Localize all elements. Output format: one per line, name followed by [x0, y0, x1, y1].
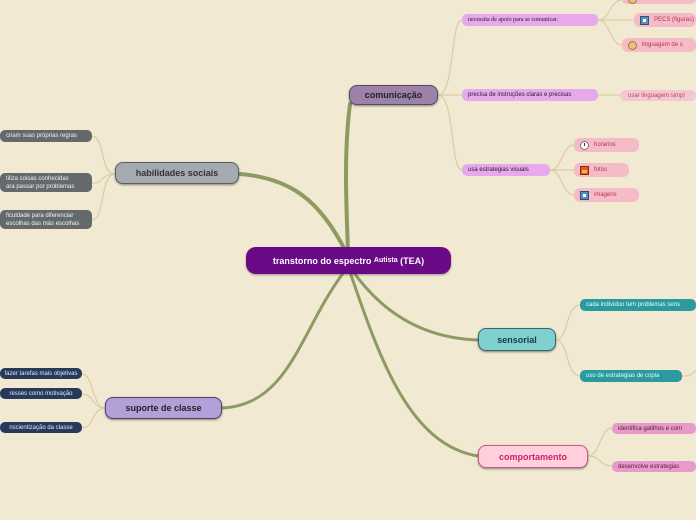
subtopic-desenvolve-estrategias-label: desenvolve estrategias	[618, 463, 680, 470]
subtopic-tarefas-objetivas-label: fazer tarefas mais objetivas	[4, 370, 78, 377]
subtopic-apoio-comunicar[interactable]: necessita de apoio para se comunicar.	[462, 14, 598, 26]
subtopic-tarefas-objetivas[interactable]: fazer tarefas mais objetivas	[0, 368, 82, 379]
subtopic-gatilhos[interactable]: identifica gatilhos e com	[612, 423, 696, 434]
topic-sensorial-label: sensorial	[497, 334, 537, 345]
central-topic-small-label: Autista	[373, 257, 398, 264]
leaf-linguagem-simples[interactable]: usar linguagem simpl	[620, 90, 696, 101]
leaf-horarios-label: horarios	[594, 142, 616, 148]
subtopic-estrategias-visuais-label: usa estrategias visuais	[468, 167, 529, 173]
central-topic[interactable]: transtorno do espectro Autista (TEA)	[246, 247, 451, 274]
subtopic-gatilhos-label: identifica gatilhos e com	[618, 425, 683, 432]
subtopic-proprias-regras-label: criam suas próprias regras	[6, 133, 78, 139]
picture-cards-icon	[640, 15, 649, 25]
topic-comunicacao-label: comunicação	[364, 90, 423, 100]
leaf-fotos[interactable]: fotos	[574, 163, 629, 177]
subtopic-estrategias-copia-label: uso de estrategias de copia	[586, 373, 660, 379]
subtopic-conscientizacao-label: nscientização da classe	[9, 424, 73, 431]
topic-comportamento[interactable]: comportamento	[478, 445, 588, 468]
link-root-comportamento	[348, 270, 480, 458]
subtopic-diferenciar-escolhas[interactable]: ficuldade para diferenciar escolhas das …	[0, 210, 92, 229]
topic-comportamento-label: comportamento	[498, 451, 567, 462]
subtopic-coisas-conhecidas-line2: ara passar por problemas	[6, 183, 75, 190]
images-icon	[580, 190, 589, 200]
subtopic-motivacao-label: resses como motivação	[9, 390, 73, 397]
leaf-fotos-label: fotos	[594, 167, 608, 173]
link-root-sensorial	[350, 268, 480, 342]
hand-icon	[628, 0, 637, 4]
photo-icon	[580, 165, 589, 175]
topic-suporte-classe-label: suporte de classe	[125, 403, 202, 413]
link-root-comunicacao	[344, 102, 352, 254]
leaf-linguagem-simples-label: usar linguagem simpl	[628, 92, 685, 99]
central-topic-label: transtorno do espectro	[272, 255, 372, 266]
subtopic-estrategias-copia[interactable]: uso de estrategias de copia	[580, 370, 682, 382]
clock-icon	[580, 140, 589, 150]
subtopic-desenvolve-estrategias[interactable]: desenvolve estrategias	[612, 461, 696, 472]
subtopic-apoio-comunicar-label: necessita de apoio para se comunicar.	[468, 17, 558, 23]
subtopic-instrucoes-claras[interactable]: precisa de instruções claras e precisas	[462, 89, 598, 101]
central-topic-end-label: (TEA)	[400, 255, 425, 266]
link-root-suporte	[220, 270, 346, 410]
leaf-top-partial[interactable]	[622, 0, 696, 4]
subtopic-proprias-regras[interactable]: criam suas próprias regras	[0, 130, 92, 142]
leaf-horarios[interactable]: horarios	[574, 138, 639, 152]
topic-habilidades-sociais-label: habilidades sociais	[135, 168, 219, 178]
subtopic-conscientizacao[interactable]: nscientização da classe	[0, 422, 82, 433]
leaf-pecs-label: PECS (figuras)	[654, 17, 695, 23]
leaf-linguagem-sinais-label: linguagem de s	[642, 42, 683, 48]
subtopic-problemas-sensoriais-label: cada individuo tem problemas sens	[586, 302, 681, 308]
link-root-habilidades	[238, 172, 348, 254]
leaf-imagens[interactable]: imagens	[574, 188, 639, 202]
topic-suporte-classe[interactable]: suporte de classe	[105, 397, 222, 419]
subtopic-coisas-conhecidas-line1: tiliza coisas conhecidas	[6, 175, 69, 182]
subtopic-coisas-conhecidas[interactable]: tiliza coisas conhecidas ara passar por …	[0, 173, 92, 192]
subtopic-problemas-sensoriais[interactable]: cada individuo tem problemas sens	[580, 299, 696, 311]
subtopic-diferenciar-escolhas-line1: ficuldade para diferenciar	[6, 212, 74, 219]
sign-hand-icon	[628, 40, 637, 50]
topic-comunicacao[interactable]: comunicação	[349, 85, 438, 105]
subtopic-estrategias-visuais[interactable]: usa estrategias visuais	[462, 164, 550, 176]
topic-sensorial[interactable]: sensorial	[478, 328, 556, 351]
leaf-linguagem-sinais[interactable]: linguagem de s	[622, 38, 696, 52]
subtopic-motivacao[interactable]: resses como motivação	[0, 388, 82, 399]
topic-habilidades-sociais[interactable]: habilidades sociais	[115, 162, 239, 184]
subtopic-instrucoes-claras-label: precisa de instruções claras e precisas	[468, 92, 572, 98]
subtopic-diferenciar-escolhas-line2: escolhas das más escolhas	[6, 220, 80, 227]
leaf-pecs[interactable]: PECS (figuras)	[634, 13, 696, 27]
leaf-imagens-label: imagens	[594, 192, 617, 198]
